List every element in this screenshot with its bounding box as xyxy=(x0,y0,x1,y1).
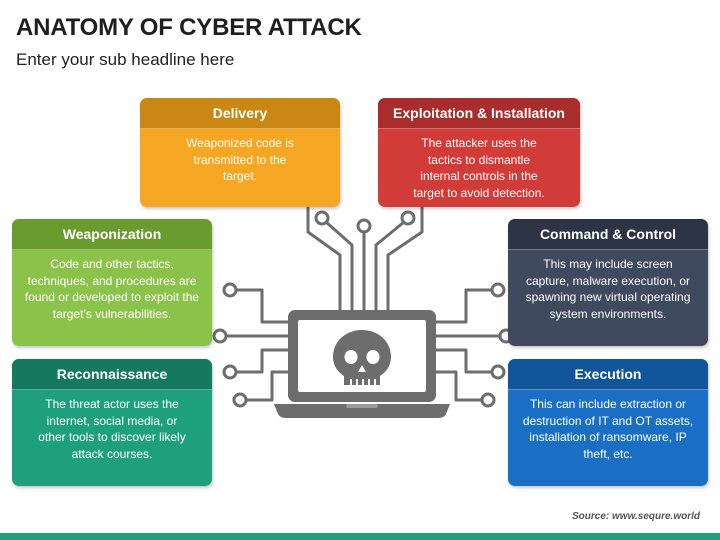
card-text: Code and other tactics, techniques, and … xyxy=(24,257,200,321)
card-execution: Execution This can include extraction or… xyxy=(508,359,708,486)
circuit-node xyxy=(480,392,496,408)
circuit-trace xyxy=(324,220,354,312)
card-text: This can include extraction or destructi… xyxy=(522,397,694,461)
circuit-trace xyxy=(374,220,406,312)
circuit-trace xyxy=(430,370,484,402)
circuit-node xyxy=(314,210,330,226)
laptop-base xyxy=(274,404,450,418)
circuit-trace xyxy=(430,288,494,324)
circuit-node xyxy=(222,364,238,380)
card-exploitation-installation: Exploitation & Installation The attacker… xyxy=(378,98,580,207)
card-weaponization: Weaponization Code and other tactics, te… xyxy=(12,219,212,346)
circuit-trace xyxy=(244,370,298,402)
card-text: This may include screen capture, malware… xyxy=(525,257,691,321)
card-text: The threat actor uses the internet, soci… xyxy=(38,397,186,461)
circuit-node xyxy=(212,328,228,344)
footer-bar xyxy=(0,533,720,540)
circuit-node xyxy=(490,364,506,380)
circuit-node xyxy=(356,218,372,234)
skull-icon xyxy=(333,330,391,385)
card-text: The attacker uses the tactics to dismant… xyxy=(413,136,545,200)
card-title: Delivery xyxy=(140,98,340,129)
card-delivery: Delivery Weaponized code is transmitted … xyxy=(140,98,340,207)
laptop-notch xyxy=(346,404,378,408)
page-subtitle: Enter your sub headline here xyxy=(16,50,235,69)
circuit-trace xyxy=(430,348,494,374)
circuit-trace xyxy=(386,203,424,312)
circuit-trace xyxy=(306,203,342,312)
card-command-control: Command & Control This may include scree… xyxy=(508,219,708,346)
card-title: Exploitation & Installation xyxy=(378,98,580,129)
card-reconnaissance: Reconnaissance The threat actor uses the… xyxy=(12,359,212,486)
card-text: Weaponized code is transmitted to the ta… xyxy=(186,136,294,183)
card-title: Weaponization xyxy=(12,219,212,250)
circuit-node xyxy=(222,282,238,298)
card-title: Reconnaissance xyxy=(12,359,212,390)
card-title: Command & Control xyxy=(508,219,708,250)
circuit-trace xyxy=(234,348,298,374)
circuit-node xyxy=(490,282,506,298)
circuit-node xyxy=(400,210,416,226)
circuit-node xyxy=(232,392,248,408)
circuit-trace xyxy=(234,288,298,324)
source-credit: Source: www.sequre.world xyxy=(572,511,700,522)
page-title: ANATOMY OF CYBER ATTACK xyxy=(16,14,362,41)
card-title: Execution xyxy=(508,359,708,390)
